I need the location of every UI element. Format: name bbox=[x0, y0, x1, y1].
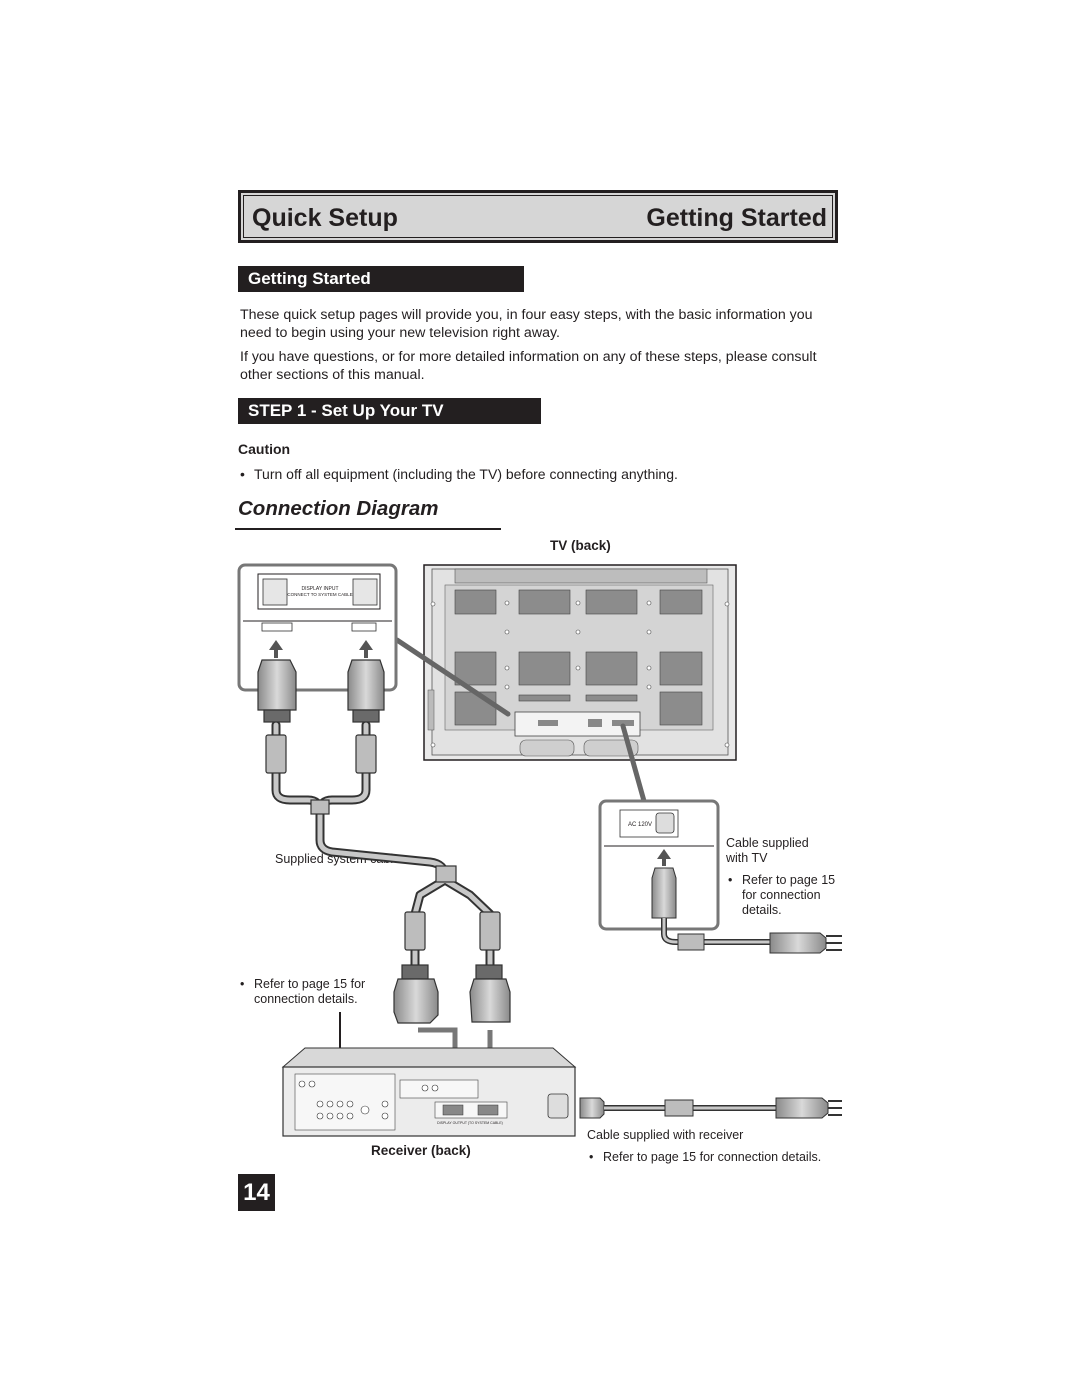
step1-heading: STEP 1 - Set Up Your TV bbox=[238, 398, 541, 424]
refer-tv-bullet: • bbox=[728, 873, 733, 887]
intro-paragraph-1: These quick setup pages will provide you… bbox=[240, 307, 813, 341]
header-right-title: Getting Started bbox=[646, 204, 827, 232]
tv-back-label: TV (back) bbox=[550, 538, 611, 553]
system-cable-connectors bbox=[257, 659, 511, 1024]
intro-paragraph-2: If you have questions, or for more detai… bbox=[240, 349, 817, 383]
tv-back-illustration bbox=[423, 564, 737, 761]
system-cable bbox=[271, 720, 495, 970]
header-left-title: Quick Setup bbox=[252, 204, 398, 232]
display-input-zoom: DISPLAY INPUT CONNECT TO SYSTEM CABLE bbox=[237, 563, 398, 692]
receiver-back-illustration: DISPLAY OUTPUT (TO SYSTEM CABLE) bbox=[281, 1047, 577, 1137]
getting-started-heading: Getting Started bbox=[238, 266, 524, 292]
refer-left-bullet: • bbox=[240, 977, 245, 991]
refer-receiver-bullet: • bbox=[589, 1150, 594, 1164]
refer-receiver-note: Refer to page 15 for connection details. bbox=[603, 1150, 822, 1164]
caution-text: Turn off all equipment (including the TV… bbox=[254, 466, 678, 482]
header-bar bbox=[238, 190, 838, 243]
ac-inlet-zoom: AC 120V bbox=[598, 799, 720, 931]
refer-tv-note: Refer to page 15 for connection details. bbox=[742, 873, 836, 917]
display-input-text-1: DISPLAY INPUT bbox=[301, 586, 338, 592]
cable-supplied-receiver-label: Cable supplied with receiver bbox=[587, 1128, 744, 1142]
page-number: 14 bbox=[238, 1174, 275, 1211]
cable-supplied-tv-label: Cable supplied with TV bbox=[726, 836, 809, 865]
diagram-title: Connection Diagram bbox=[238, 497, 439, 520]
refer-left-note: Refer to page 15 for connection details. bbox=[254, 977, 366, 1006]
title-rule bbox=[235, 528, 501, 530]
caution-bullet: • bbox=[240, 466, 245, 482]
caution-label: Caution bbox=[238, 441, 291, 457]
ac-label: AC 120V bbox=[628, 822, 652, 828]
receiver-display-output-text: DISPLAY OUTPUT (TO SYSTEM CABLE) bbox=[437, 1121, 503, 1125]
display-input-text-2: CONNECT TO SYSTEM CABLE bbox=[287, 592, 352, 597]
receiver-back-label: Receiver (back) bbox=[371, 1143, 471, 1158]
